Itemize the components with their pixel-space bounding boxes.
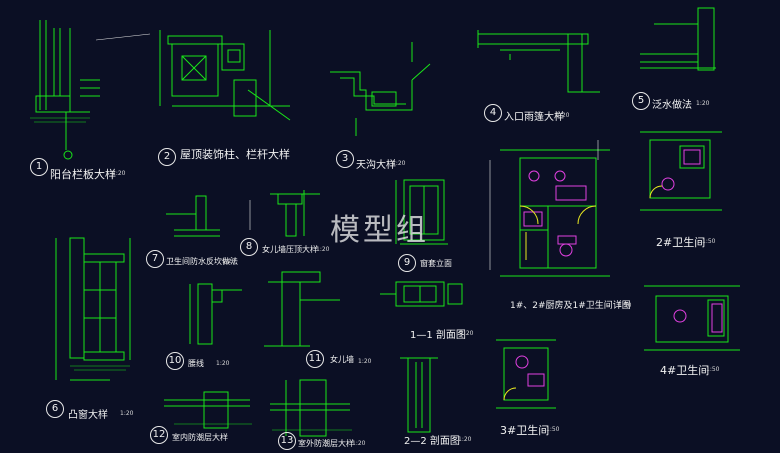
door-swings (503, 185, 663, 401)
detail-7-number: 7 (146, 250, 164, 268)
bathroom-4-plan (644, 285, 740, 351)
bathroom-3-plan (496, 339, 556, 409)
detail-3-scale: 1:20 (392, 160, 406, 167)
detail-5-scale: 1:20 (696, 100, 710, 107)
detail-6-drawing (55, 237, 131, 381)
bathroom-4-title: 4#卫生间 (660, 364, 710, 377)
detail-5-drawing (640, 7, 716, 71)
detail-9-drawing (395, 179, 448, 245)
detail-9-number: 9 (398, 254, 416, 272)
section-2-2-scale: 1:20 (458, 436, 472, 443)
detail-5-title: 泛水做法 (652, 100, 692, 111)
detail-13-drawing (270, 379, 350, 437)
detail-11-scale: 1:20 (358, 358, 372, 365)
detail-8-drawing (270, 190, 320, 237)
detail-4-scale: 1:20 (556, 112, 570, 119)
watermark: 模型组 (330, 213, 429, 248)
detail-10-scale: 1:20 (216, 360, 230, 367)
detail-3-drawing (330, 42, 431, 136)
detail-13-title: 室外防潮层大样 (298, 439, 354, 448)
detail-12-title: 室内防潮层大样 (172, 433, 228, 442)
detail-10-title: 腰线 (188, 359, 204, 368)
detail-13-number: 13 (278, 432, 296, 450)
bathroom-1-plan (500, 149, 610, 277)
detail-6-title: 凸窗大样 (68, 410, 108, 421)
detail-10-number: 10 (166, 352, 184, 370)
detail-2-drawing (159, 30, 291, 121)
detail-8-scale: 1:20 (316, 246, 330, 253)
bathroom-1-title: 1#、2#厨房及1#卫生间详图 (510, 301, 631, 311)
section-2-2-title: 2—2 剖面图 (404, 436, 460, 447)
detail-1-number: 1 (30, 158, 48, 176)
detail-3-number: 3 (336, 150, 354, 168)
detail-6-scale: 1:20 (120, 410, 134, 417)
detail-3-title: 天沟大样 (356, 160, 396, 171)
detail-7-title: 卫生间防水反坎做法 (166, 257, 238, 266)
detail-4-number: 4 (484, 104, 502, 122)
fixtures (515, 149, 723, 387)
detail-5-number: 5 (632, 92, 650, 110)
detail-9-title: 窗套立面 (420, 259, 452, 268)
detail-2-title: 屋顶装饰柱、栏杆大样 (180, 148, 290, 161)
detail-8-title: 女儿墙压顶大样 (262, 245, 318, 254)
detail-7-scale: 1:20 (222, 258, 236, 265)
bathroom-3-title: 3#卫生间 (500, 424, 550, 437)
bathroom-2-plan (640, 131, 722, 211)
detail-11-title: 女儿墙 (330, 355, 354, 364)
detail-1-scale: 1:20 (112, 170, 126, 177)
detail-10-drawing (189, 283, 242, 345)
detail-2-number: 2 (158, 148, 176, 166)
detail-8-number: 8 (240, 238, 258, 256)
detail-13-scale: 1:20 (352, 440, 366, 447)
detail-11-drawing (264, 271, 340, 347)
detail-1-title: 阳台栏板大样 (50, 168, 116, 181)
bathroom-2-scale: 1:50 (702, 238, 716, 245)
section-1-1-drawing (380, 281, 463, 307)
bathroom-4-scale: 1:50 (706, 366, 720, 373)
section-1-1-scale: 1:20 (460, 330, 474, 337)
detail-7-drawing (166, 195, 220, 237)
detail-6-number: 6 (46, 400, 64, 418)
detail-4-title: 入口雨篷大样 (504, 112, 564, 123)
section-2-2-drawing (400, 357, 438, 433)
bathroom-1-scale: 1:50 (618, 302, 632, 309)
detail-1-drawing (35, 20, 151, 160)
bathroom-3-scale: 1:50 (546, 426, 560, 433)
detail-11-number: 11 (306, 350, 324, 368)
detail-12-number: 12 (150, 426, 168, 444)
bathroom-2-title: 2#卫生间 (656, 236, 706, 249)
section-1-1-title: 1—1 剖面图 (410, 330, 466, 341)
detail-4-drawing (477, 30, 600, 93)
detail-12-drawing (164, 391, 250, 429)
